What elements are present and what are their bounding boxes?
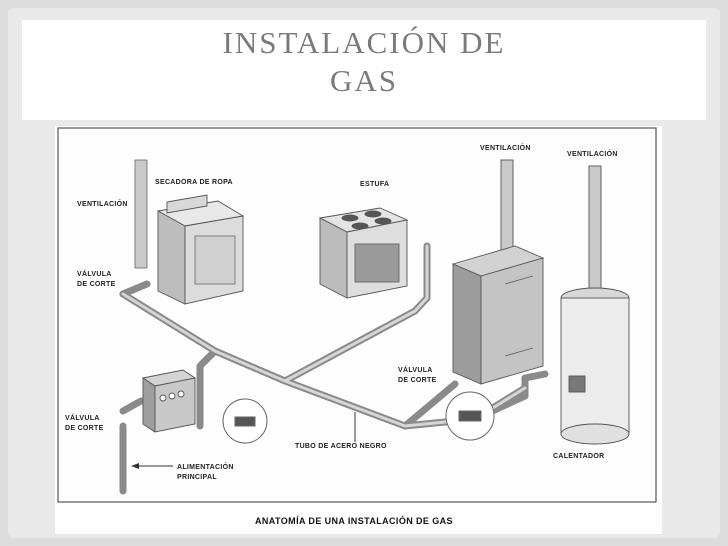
label-valvula-bottom-2: DE CORTE	[65, 425, 104, 432]
label-alimentacion-1: ALIMENTACIÓN	[177, 462, 234, 471]
label-valvula-left-2: DE CORTE	[77, 281, 116, 288]
stove-drawing	[318, 207, 409, 299]
gas-meter-drawing	[141, 369, 197, 433]
furnace-drawing	[451, 159, 545, 385]
label-valvula-center-2: DE CORTE	[398, 377, 437, 384]
supply-pointer	[131, 412, 356, 469]
title-line-1: INSTALACIÓN DE	[222, 25, 506, 60]
slide-title: INSTALACIÓN DE GAS	[22, 24, 706, 100]
title-panel	[22, 20, 706, 120]
label-ventilacion-center: VENTILACIÓN	[480, 143, 531, 152]
label-alimentacion-2: PRINCIPAL	[177, 474, 217, 481]
vent-pipe-dryer	[134, 159, 148, 269]
label-secadora: SECADORA DE ROPA	[155, 179, 233, 186]
label-calentador: CALENTADOR	[553, 453, 604, 460]
valve-detail-circles	[222, 391, 495, 444]
title-line-2: GAS	[329, 63, 398, 98]
diagram-drawing: VENTILACIÓN SECADORA DE ROPA ESTUFA VENT…	[57, 127, 657, 526]
clothes-dryer-drawing	[156, 194, 245, 305]
label-estufa: ESTUFA	[360, 181, 389, 188]
label-ventilacion-right: VENTILACIÓN	[567, 149, 618, 158]
label-ventilacion-left: VENTILACIÓN	[77, 199, 128, 208]
label-tubo-acero: TUBO DE ACERO NEGRO	[295, 443, 387, 450]
label-valvula-left-1: VÁLVULA	[77, 269, 112, 278]
gas-installation-diagram: VENTILACIÓN SECADORA DE ROPA ESTUFA VENT…	[55, 126, 662, 534]
label-valvula-bottom-1: VÁLVULA	[65, 413, 100, 422]
diagram-caption: ANATOMÍA DE UNA INSTALACIÓN DE GAS	[255, 515, 453, 526]
label-valvula-center-1: VÁLVULA	[398, 365, 433, 374]
water-heater-drawing	[560, 165, 630, 445]
